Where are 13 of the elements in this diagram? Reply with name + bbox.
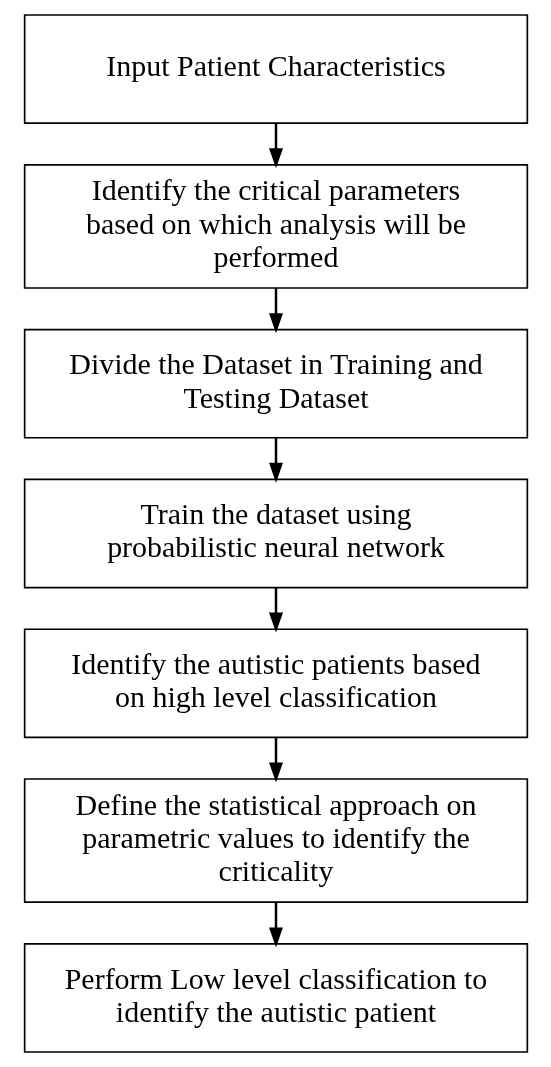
- node-box: Identify the critical parameters based on which analysis will be performed: [23, 164, 528, 289]
- node-box: Perform Low level classification to identify the autistic patient: [23, 942, 528, 1053]
- arrow: [268, 288, 283, 334]
- arrow: [268, 438, 283, 483]
- node-box: Define the statistical approach on parametric values to identify the criticality: [23, 778, 528, 904]
- arrow: [268, 737, 283, 783]
- node-box: Identify the autistic patients based on high level classification: [23, 628, 528, 739]
- arrow: [268, 123, 283, 169]
- arrow: [268, 902, 283, 948]
- node-box: Divide the Dataset in Training and Testing Dataset: [23, 328, 528, 439]
- node-box: Train the dataset using probabilistic neural network: [23, 478, 528, 589]
- node-box: Input Patient Characteristics: [23, 14, 528, 125]
- arrow: [268, 588, 283, 633]
